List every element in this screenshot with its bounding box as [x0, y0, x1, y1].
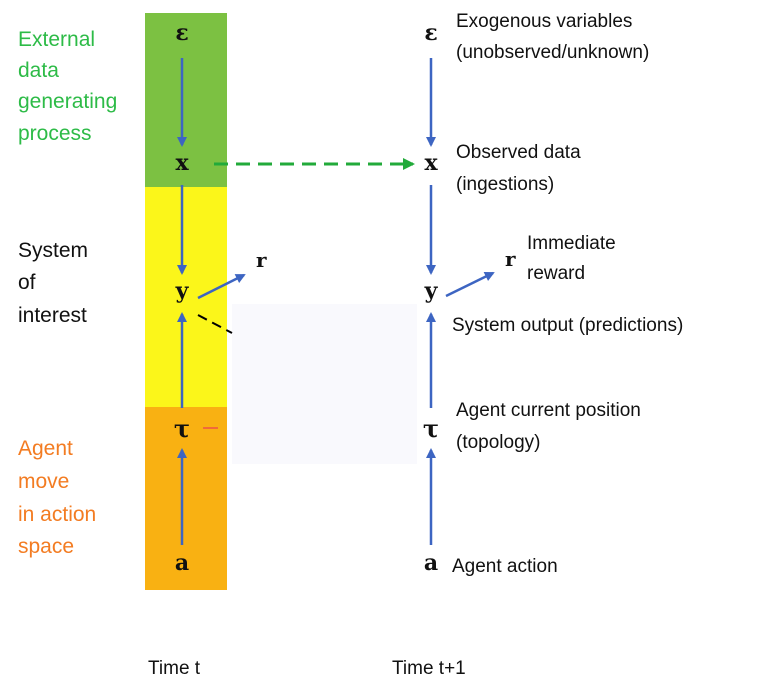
label-agent-move: Agent move in action space: [18, 437, 102, 558]
label-system-line-1: System: [18, 239, 88, 262]
label-system-line-3: interest: [18, 304, 87, 327]
node-t1-r: r: [505, 247, 516, 271]
label-external-line-4: process: [18, 122, 92, 145]
arrow-t1-y-to-r: [445, 271, 495, 298]
label-agent-line-4: space: [18, 535, 74, 558]
desc-x-line-1: Observed data: [456, 142, 581, 163]
node-t-x: x: [175, 150, 189, 176]
desc-exogenous-variables: Exogenous variables (unobserved/unknown): [456, 11, 649, 63]
node-t1-tau: τ: [423, 414, 439, 443]
band-agent-move: [145, 407, 227, 590]
band-system-of-interest: [145, 187, 227, 407]
label-agent-line-1: Agent: [18, 437, 73, 460]
desc-eps-line-1: Exogenous variables: [456, 11, 632, 32]
desc-system-output: System output (predictions): [452, 315, 683, 336]
label-external-line-3: generating: [18, 90, 117, 113]
desc-r-line-2: reward: [527, 263, 585, 284]
band-external-data: [145, 13, 227, 187]
dash-t-y-black: [197, 314, 233, 334]
label-external-data: External data generating process: [18, 28, 123, 145]
desc-r-line-1: Immediate: [527, 233, 616, 254]
desc-observed-data: Observed data (ingestions): [456, 142, 586, 195]
node-t-a: a: [175, 550, 189, 576]
node-t-r: r: [256, 248, 267, 272]
label-system-of-interest: System of interest: [18, 239, 94, 327]
node-t-y: y: [175, 278, 190, 304]
node-t1-y: y: [424, 278, 439, 304]
desc-agent-current-position: Agent current position (topology): [456, 400, 646, 453]
faint-overlay-region: [232, 304, 417, 464]
desc-tau-line-2: (topology): [456, 432, 541, 453]
desc-tau-line-1: Agent current position: [456, 400, 641, 421]
node-t-epsilon: ε: [175, 20, 188, 46]
time-t-label: Time t: [148, 658, 201, 679]
label-system-line-2: of: [18, 271, 36, 294]
node-t1-x: x: [424, 150, 438, 176]
desc-a-line-1: Agent action: [452, 556, 558, 577]
desc-x-line-2: (ingestions): [456, 174, 554, 195]
desc-eps-line-2: (unobserved/unknown): [456, 42, 649, 63]
arrow-t-y-to-r: [197, 273, 246, 300]
desc-immediate-reward: Immediate reward: [527, 233, 621, 284]
label-external-line-2: data: [18, 59, 59, 82]
label-agent-line-3: in action: [18, 503, 96, 526]
label-agent-line-2: move: [18, 470, 69, 493]
label-external-line-1: External: [18, 28, 95, 51]
time-t1-label: Time t+1: [392, 658, 466, 679]
node-t1-epsilon: ε: [424, 20, 437, 46]
desc-agent-action: Agent action: [452, 556, 558, 577]
node-t-tau: τ: [174, 414, 190, 443]
node-t1-a: a: [424, 550, 438, 576]
desc-y-line-1: System output (predictions): [452, 315, 683, 336]
